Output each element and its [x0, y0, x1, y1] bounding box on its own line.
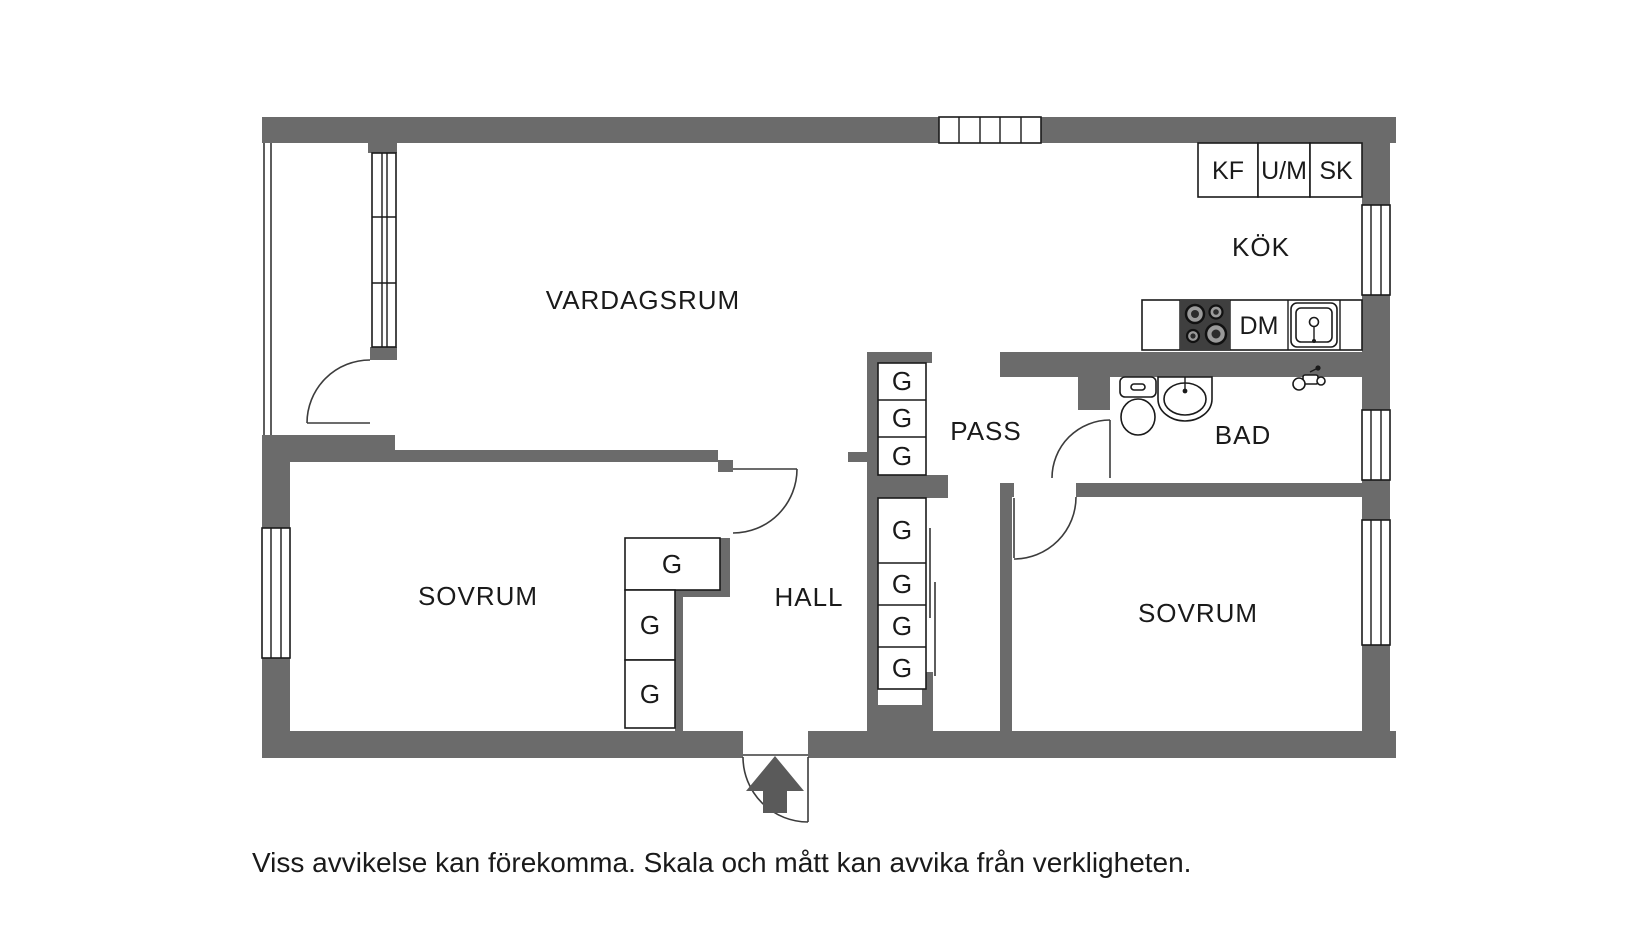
wall-closet-v2: [675, 597, 683, 731]
wall-column-bottom: [867, 705, 933, 731]
wall-bottom-right: [808, 731, 1396, 758]
cabinet-kf: [1197, 142, 1259, 198]
wall-left-2: [262, 658, 290, 758]
wardrobe-label: G: [640, 679, 660, 709]
sovrum-left-door: [732, 468, 798, 534]
wall-right-2: [1362, 295, 1390, 410]
kitchen: [1141, 142, 1363, 351]
wardrobe-label: G: [892, 441, 912, 471]
sink-icon: [1290, 302, 1338, 348]
wardrobe-box: [624, 537, 721, 591]
stove-icon: [1180, 300, 1230, 350]
window-sovrum-left: [261, 527, 291, 659]
wardrobe-label: G: [892, 366, 912, 396]
room-label-kok: KÖK: [1232, 232, 1290, 262]
sovrum-right-door: [1013, 496, 1077, 560]
appliance-label-kf: KF: [1212, 157, 1244, 185]
window-sovrum-right: [1361, 519, 1391, 646]
wall-top-left: [262, 117, 939, 143]
wall-closet-v1: [720, 538, 730, 597]
wardrobe-box: [877, 362, 927, 476]
wall-column-right-low: [922, 672, 933, 731]
wardrobe-label: G: [892, 515, 912, 545]
wardrobe-label: G: [892, 653, 912, 683]
bathroom: [1119, 365, 1326, 436]
windows: [261, 116, 1391, 659]
wall-hall-door-block: [718, 460, 733, 472]
wall-top-right: [1041, 117, 1396, 143]
entry-arrow-icon: [746, 756, 804, 813]
bad-door: [1051, 419, 1111, 479]
wall-bad-bottom-right: [1076, 483, 1362, 497]
wardrobe-box: [624, 659, 676, 729]
window-balcony: [371, 152, 397, 348]
wall-sovrum-right-left: [1000, 497, 1012, 731]
toilet-icon: [1119, 376, 1157, 436]
wardrobe-label: G: [892, 403, 912, 433]
window-kitchen-top: [938, 116, 1042, 144]
wall-right-3: [1362, 480, 1390, 520]
room-label-hall: HALL: [774, 582, 843, 612]
room-label-vardagsrum: VARDAGSRUM: [546, 285, 740, 315]
room-label-sovrum-right: SOVRUM: [1138, 598, 1258, 628]
appliance-label-dm: DM: [1240, 312, 1279, 340]
wall-vardagsrum-sovrum: [290, 450, 718, 462]
room-label-bad: BAD: [1215, 420, 1271, 450]
wall-bottom-left: [262, 731, 743, 758]
window-bad-right: [1361, 409, 1391, 481]
shower-mixer-icon: [1292, 365, 1326, 391]
disclaimer-caption: Viss avvikelse kan förekomma. Skala och …: [252, 847, 1191, 878]
appliance-label-sk: SK: [1319, 157, 1353, 185]
wardrobe-label: G: [662, 549, 682, 579]
window-kok-right: [1361, 204, 1391, 296]
wall-balcony-cap-top: [368, 143, 397, 153]
wall-kok-bad: [1000, 352, 1362, 377]
cabinet-sk: [1309, 142, 1363, 198]
window-balcony-rail: [263, 143, 272, 435]
wall-right-1: [1362, 117, 1390, 205]
room-label-sovrum-left: SOVRUM: [418, 581, 538, 611]
room-label-pass: PASS: [950, 416, 1021, 446]
walls: [262, 117, 1396, 758]
wall-column-left: [867, 352, 878, 731]
wall-hall-stub: [848, 452, 868, 462]
doors: [306, 359, 1111, 823]
wardrobe-label: G: [892, 569, 912, 599]
balcony-door: [306, 359, 371, 424]
wall-bath-chunk: [1078, 352, 1110, 410]
wardrobe-box: [877, 497, 927, 690]
wardrobe-label: G: [892, 611, 912, 641]
wardrobe-boxes: [624, 362, 936, 729]
washbasin-icon: [1157, 376, 1213, 422]
wall-column-cap-top: [867, 352, 932, 363]
wall-bad-bottom-left: [1000, 483, 1014, 497]
wall-balcony-cap-bottom: [370, 347, 397, 360]
wall-column-cap-mid: [867, 475, 948, 498]
wardrobe-label: G: [640, 610, 660, 640]
entry-door: [742, 754, 809, 823]
appliance-label-um: U/M: [1261, 157, 1307, 185]
